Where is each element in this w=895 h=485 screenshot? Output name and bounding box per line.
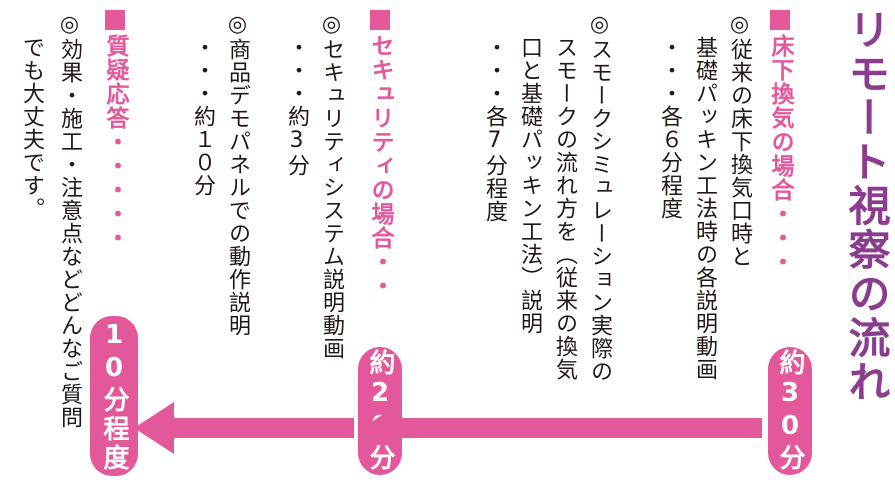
section-line: ・・・各６分程度 [657,36,682,220]
section-heading-label: 床下換気の場合・・・ [767,34,793,274]
flow-arrow-left-icon [134,402,354,454]
section-line: ◎スモークシミュレーション実際の [587,12,612,383]
section-line: ◎従来の床下換気口時と [727,12,752,268]
section-line: 基礎パッキン工法時の各説明動画 [692,36,717,381]
section-heading-security: セキュリティの場合・・ [367,10,393,298]
section-line: ・・・約１０分 [190,36,215,197]
section-heading-label: セキュリティの場合・・ [367,34,393,298]
section-line: ◎効果・施工・注意点などどんなご質問 [57,12,82,429]
section-line: ◎商品デモパネルでの動作説明 [225,12,250,337]
section-heading-label: 質疑応答・・・・・ [102,34,128,250]
section-heading-qa: 質疑応答・・・・・ [102,10,128,250]
square-bullet-icon [770,10,790,30]
page-title: リモート視察の流れ [842,8,891,404]
section-heading-underfloor: 床下換気の場合・・・ [767,10,793,274]
section-line: ・・・約3分 [284,36,309,177]
section-line: スモークの流れ方を（従来の換気 [552,36,577,381]
duration-badge: 約30分 [768,347,812,475]
square-bullet-icon [105,10,125,30]
section-line: でも大丈夫です。 [19,36,44,220]
square-bullet-icon [370,10,390,30]
section-line: ◎セキュリティシステム説明動画 [319,12,344,360]
flow-arrow-left-icon [362,402,762,454]
section-line: ・・・各7分程度 [482,36,507,223]
duration-badge: 10分程度 [90,316,138,476]
section-line: 口と基礎パッキン工法）説明 [517,36,542,335]
